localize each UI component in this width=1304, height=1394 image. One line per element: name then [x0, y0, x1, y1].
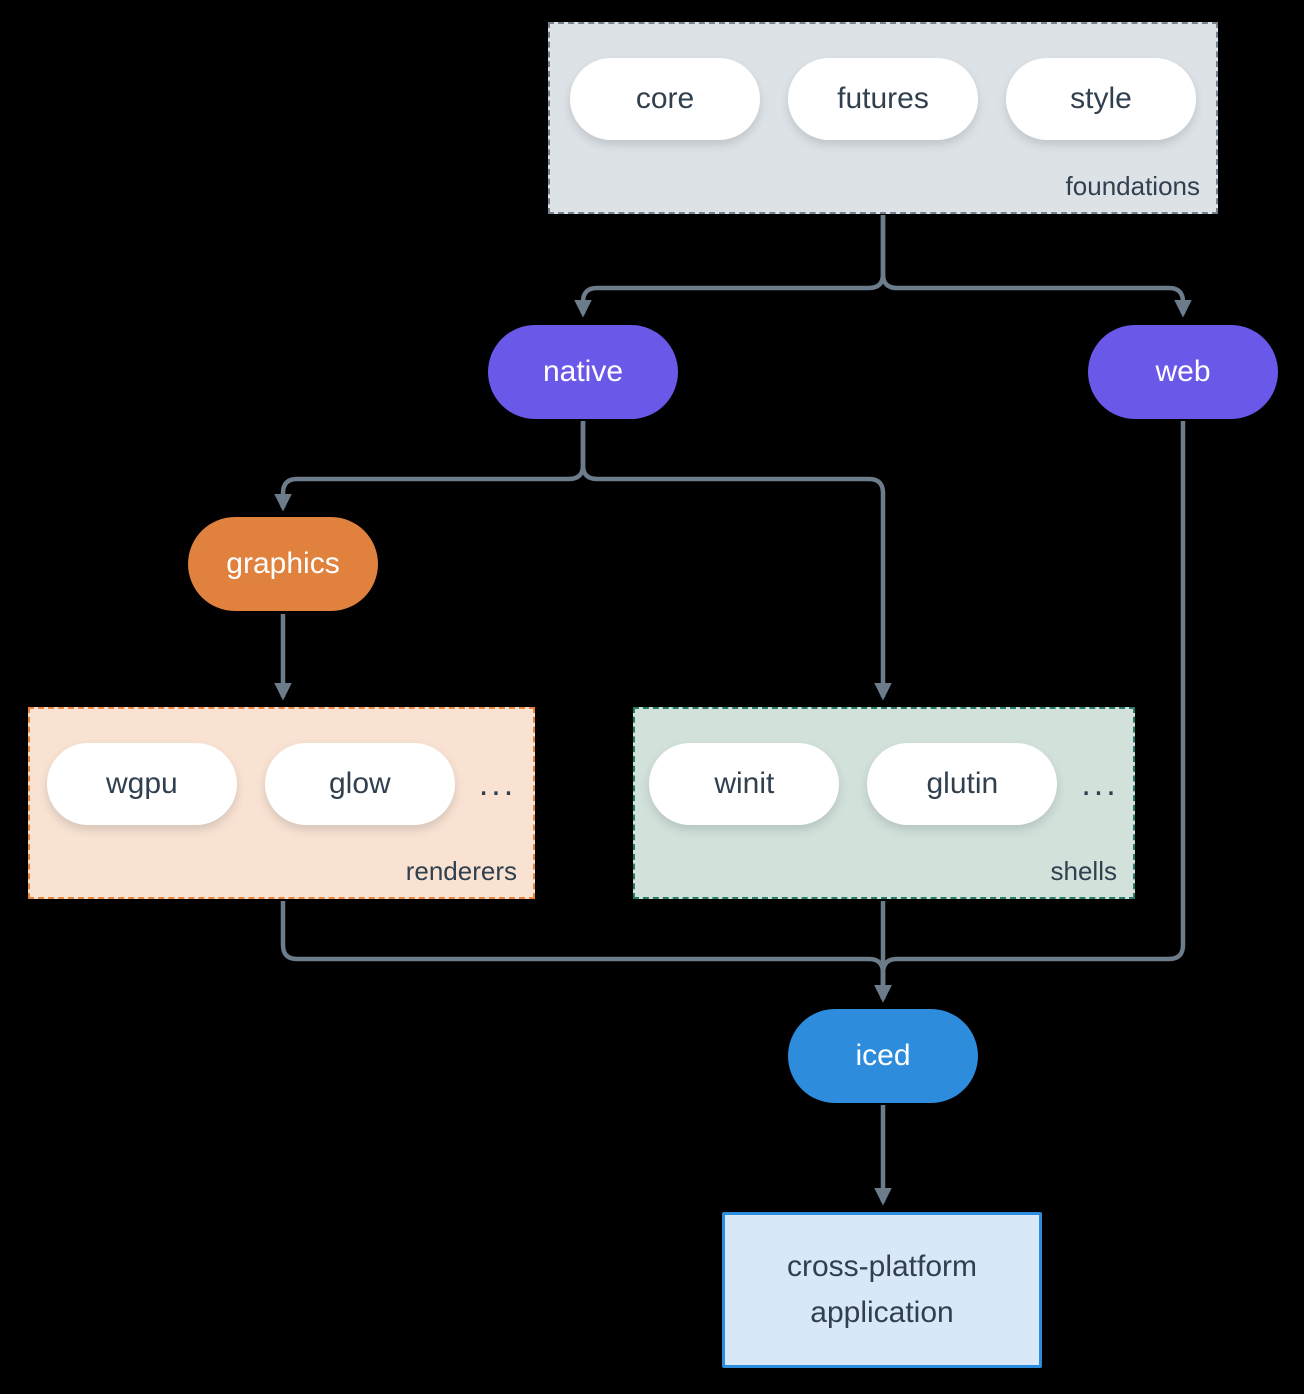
node-winit: winit [649, 743, 840, 825]
shells-ellipsis: ... [1081, 765, 1119, 803]
shells-group: winit glutin ... shells [633, 707, 1135, 899]
node-cross-platform-application: cross-platform application [722, 1212, 1042, 1368]
node-native: native [488, 325, 678, 419]
node-style: style [1006, 58, 1196, 140]
shells-pill-row: winit glutin ... [635, 743, 1133, 825]
node-iced: iced [788, 1009, 978, 1103]
app-label-line2: application [810, 1296, 954, 1329]
foundations-label: foundations [1065, 171, 1200, 201]
edge-renderers-iced [280, 901, 892, 1003]
node-core: core [570, 58, 760, 140]
node-glutin: glutin [867, 743, 1058, 825]
node-graphics: graphics [188, 517, 378, 611]
node-web: web [1088, 325, 1278, 419]
edge-foundations-native [574, 215, 886, 318]
renderers-pill-row: wgpu glow ... [30, 743, 533, 825]
edge-native-shells [580, 421, 892, 701]
edge-native-graphics [274, 421, 586, 512]
foundations-pill-row: core futures style [550, 58, 1216, 140]
renderers-ellipsis: ... [478, 765, 517, 803]
app-label-line1: cross-platform [786, 1250, 978, 1283]
renderers-label: renderers [405, 856, 517, 886]
edge-foundations-web [880, 215, 1192, 318]
foundations-group: core futures style foundations [548, 22, 1218, 214]
node-wgpu: wgpu [46, 743, 237, 825]
node-futures: futures [788, 58, 978, 140]
node-glow: glow [264, 743, 455, 825]
shells-label: shells [1050, 856, 1117, 886]
edge-web-iced [874, 421, 1186, 1003]
renderers-group: wgpu glow ... renderers [28, 707, 535, 899]
